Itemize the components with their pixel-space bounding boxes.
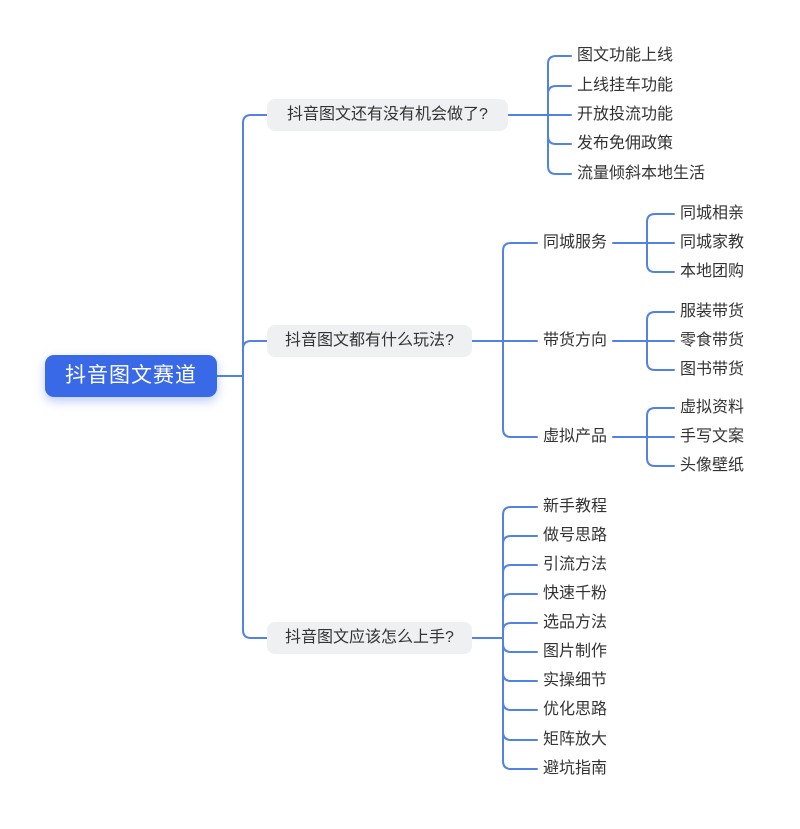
leaf-topic[interactable]: 手写文案 bbox=[680, 428, 745, 445]
sub-topic-virtual-products[interactable]: 虚拟产品 bbox=[543, 428, 608, 445]
leaf-topic[interactable]: 流量倾斜本地生活 bbox=[577, 165, 706, 182]
leaf-topic[interactable]: 上线挂车功能 bbox=[577, 77, 674, 94]
leaf-topic[interactable]: 本地团购 bbox=[680, 263, 745, 280]
leaf-topic[interactable]: 做号思路 bbox=[543, 527, 608, 544]
sub-topic-ecommerce[interactable]: 带货方向 bbox=[543, 332, 608, 349]
leaf-topic[interactable]: 头像壁纸 bbox=[680, 457, 745, 474]
leaf-topic[interactable]: 实操细节 bbox=[543, 672, 608, 689]
leaf-topic[interactable]: 快速千粉 bbox=[543, 585, 608, 602]
leaf-topic[interactable]: 引流方法 bbox=[543, 556, 608, 573]
leaf-topic[interactable]: 虚拟资料 bbox=[680, 399, 745, 416]
leaf-topic[interactable]: 图文功能上线 bbox=[577, 47, 674, 64]
branch-topic-playstyles[interactable]: 抖音图文都有什么玩法? bbox=[267, 325, 472, 357]
leaf-topic[interactable]: 避坑指南 bbox=[543, 760, 608, 777]
leaf-topic[interactable]: 矩阵放大 bbox=[543, 731, 608, 748]
leaf-topic[interactable]: 开放投流功能 bbox=[577, 106, 674, 123]
leaf-topic[interactable]: 零食带货 bbox=[680, 332, 745, 349]
leaf-topic[interactable]: 选品方法 bbox=[543, 614, 608, 631]
leaf-topic[interactable]: 同城家教 bbox=[680, 234, 745, 251]
root-topic[interactable]: 抖音图文赛道 bbox=[45, 355, 217, 397]
branch-topic-getting-started[interactable]: 抖音图文应该怎么上手? bbox=[267, 622, 472, 654]
leaf-topic[interactable]: 服装带货 bbox=[680, 303, 745, 320]
leaf-topic[interactable]: 图片制作 bbox=[543, 643, 608, 660]
leaf-topic[interactable]: 新手教程 bbox=[543, 498, 608, 515]
branch-topic-opportunity[interactable]: 抖音图文还有没有机会做了? bbox=[267, 99, 508, 131]
leaf-topic[interactable]: 优化思路 bbox=[543, 701, 608, 718]
leaf-topic[interactable]: 同城相亲 bbox=[680, 205, 745, 222]
sub-topic-local-services[interactable]: 同城服务 bbox=[543, 234, 608, 251]
leaf-topic[interactable]: 图书带货 bbox=[680, 361, 745, 378]
leaf-topic[interactable]: 发布免佣政策 bbox=[577, 135, 674, 152]
